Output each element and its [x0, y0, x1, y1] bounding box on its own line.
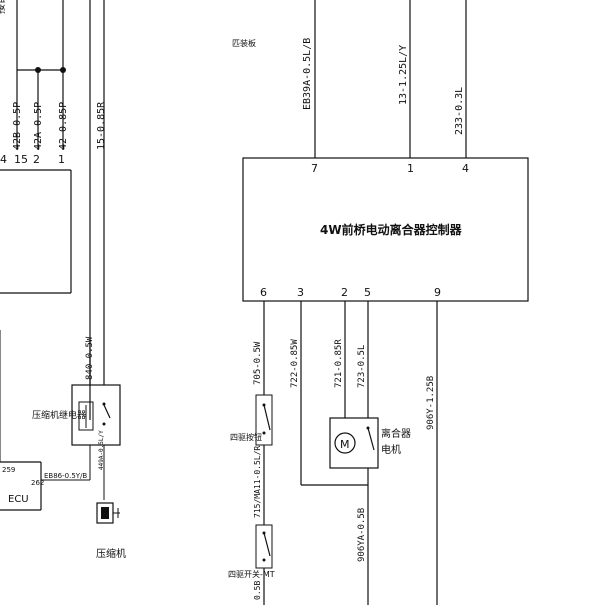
compressor-relay [71, 384, 121, 446]
junction-dot [35, 67, 41, 73]
wire-42a-label: 42A-0.5P [33, 102, 44, 150]
wire-906y-label: 906Y-1.25B [426, 376, 436, 430]
compressor-label: 压缩机 [96, 547, 126, 560]
controller-pin-4: 4 [462, 162, 469, 175]
ecu-wires [16, 0, 91, 420]
wire-705-label: 705-0.5W [253, 341, 263, 385]
eb86-label: EB86-0.5Y/B [44, 472, 87, 480]
four-drive-mt-label: 四驱开关-MT [228, 569, 275, 579]
ecu-bottom-block [0, 330, 105, 511]
controller-pin-3: 3 [297, 286, 304, 299]
ecu-label: ECU [8, 494, 29, 505]
left-bottom-wire-label: 0.5B [253, 581, 262, 600]
clutch-motor-label-2: 电机 [381, 443, 401, 456]
compressor-symbol [96, 502, 120, 524]
ecu-pin-2: 2 [33, 153, 40, 166]
wire-906ya-label: 906YA-0.5B [357, 508, 367, 562]
wire-233-label: 233-0.3L [454, 87, 465, 135]
four-drive-mt-switch [255, 524, 273, 569]
junction-dot [60, 67, 66, 73]
panel-label: 匹装板 [232, 38, 256, 48]
controller-pin-9: 9 [434, 286, 441, 299]
clutch-motor-label-1: 离合器 [381, 427, 411, 440]
ecu-pin-15: 15 [14, 153, 28, 166]
wire-13-label: 13-1.25L/Y [398, 45, 409, 105]
controller-bottom-wires [263, 301, 438, 605]
ecu-pin-262: 262 [31, 479, 44, 487]
controller-pin-6: 6 [260, 286, 267, 299]
top-left-label: 接自 [0, 0, 7, 14]
wire-42b-label: 42B-0.5P [12, 102, 23, 150]
controller-pin-2: 2 [341, 286, 348, 299]
clutch-motor [329, 417, 379, 469]
wire-722-label: 722-0.85W [290, 339, 300, 388]
compressor-relay-label: 压缩机继电器 [32, 409, 86, 421]
controller-pin-1: 1 [407, 162, 414, 175]
controller-box [242, 157, 529, 302]
wire-42-label: 42-0.85P [58, 102, 69, 150]
four-drive-button-switch [255, 394, 273, 446]
small-relay-wire-label: 449A-0.5L/Y [98, 430, 105, 470]
ecu-pin-4: 4 [0, 153, 7, 166]
wire-15-label: 15-0.85R [96, 101, 107, 150]
wire-715-label: 715/MA11-0.5L/R [253, 446, 262, 518]
ecu-connector-block [0, 169, 72, 294]
controller-pin-5: 5 [364, 286, 371, 299]
wire-eb39a-label: EB39A-0.5L/B [302, 38, 313, 110]
four-drive-button-label: 四驱按钮 [230, 432, 262, 442]
wire-723-label: 723-0.5L [357, 345, 367, 388]
ecu-pin-1: 1 [58, 153, 65, 166]
wire-721-label: 721-0.85R [334, 339, 344, 388]
ecu-pin-259: 259 [2, 466, 15, 474]
controller-title: 4W前桥电动离合器控制器 [320, 222, 463, 237]
motor-symbol: M [340, 438, 350, 451]
controller-pin-7: 7 [311, 162, 318, 175]
